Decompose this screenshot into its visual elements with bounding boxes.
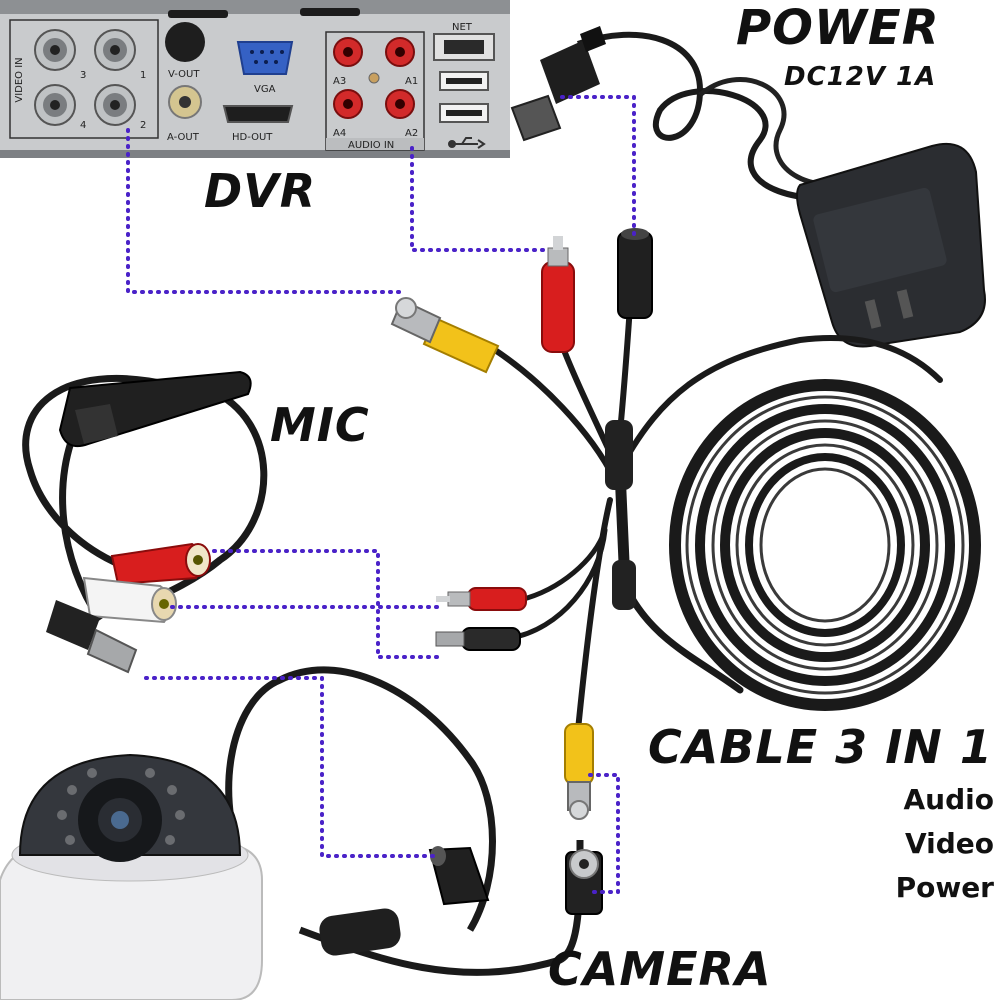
camera-label: CAMERA (548, 942, 772, 996)
line-audio-dvr (410, 146, 550, 252)
bnc-port-4 (34, 84, 76, 126)
line-video-dvr (126, 128, 407, 294)
audio-port-a3 (333, 37, 363, 67)
v-out-label: V-OUT (168, 69, 200, 80)
video-port-number: 2 (140, 120, 146, 131)
microphone (22, 370, 268, 674)
hd-out-label: HD-OUT (232, 132, 273, 143)
camera-splitter (319, 908, 401, 956)
mic-label: MIC (270, 398, 370, 452)
camera-dome (0, 753, 263, 1000)
a-out-port (168, 85, 202, 119)
power-spec-label: DC12V 1A (784, 62, 937, 92)
usb-port (439, 71, 489, 91)
dvr-back-panel: VIDEO IN 3 1 4 2 V-OUT A-OUT VGA HD-OUT … (0, 0, 510, 158)
audio-port-label: A3 (333, 76, 346, 87)
cable-splitter (605, 420, 633, 490)
line-mic-power-out (212, 549, 442, 659)
audio-in-label: AUDIO IN (348, 140, 394, 151)
line-power (560, 95, 636, 238)
dc-jack-female (617, 228, 653, 319)
ethernet-port (433, 33, 495, 61)
audio-port-label: A2 (405, 128, 418, 139)
bnc-port-2 (94, 84, 136, 126)
rca-plug-red (541, 236, 575, 353)
a-out-label: A-OUT (167, 132, 200, 143)
bnc-plug-yellow-camera-side (564, 723, 594, 820)
camera-bnc-jack (565, 849, 603, 915)
dc-plug-mic-power (435, 627, 521, 651)
audio-port-a2 (385, 89, 415, 119)
bnc-port-1 (94, 29, 136, 71)
power-label: POWER (736, 0, 940, 56)
camera-dc-jack (428, 846, 490, 906)
ferrite-core (612, 560, 636, 610)
rca-jack-red-female (110, 542, 211, 586)
power-adapter-cord (576, 31, 852, 201)
dvr-label: DVR (204, 164, 317, 218)
audio-port-a1 (385, 37, 415, 67)
usb-icon (448, 137, 486, 149)
video-port-number: 4 (80, 120, 86, 131)
connection-lines (126, 95, 636, 894)
audio-port-label: A1 (405, 76, 418, 87)
cable-label: CABLE 3 IN 1 (648, 720, 993, 774)
rca-plug-red-mic-side (436, 587, 527, 611)
cable-feature-video: Video (904, 827, 994, 860)
hd-out-port (222, 105, 294, 123)
cable-feature-audio: Audio (903, 783, 994, 816)
video-port-number: 3 (80, 70, 86, 81)
vga-label: VGA (254, 84, 276, 95)
net-label: NET (452, 22, 473, 33)
cable-coil (669, 379, 981, 711)
usb-port (439, 103, 489, 123)
dc-plug-male (510, 26, 606, 142)
bnc-plug-yellow (390, 297, 500, 374)
line-video-camera (588, 773, 620, 894)
audio-port-label: A4 (333, 128, 346, 139)
camera (0, 666, 603, 1000)
dc-plug-mic (46, 600, 138, 674)
cable-feature-power: Power (895, 871, 994, 904)
line-mic-power-in (144, 676, 442, 858)
audio-port-a4 (333, 89, 363, 119)
bnc-port-3 (34, 29, 76, 71)
power-adapter (510, 26, 986, 348)
rca-jack-white-female (82, 576, 177, 624)
vga-port (236, 41, 294, 75)
v-out-port (165, 22, 205, 62)
video-in-label: VIDEO IN (14, 57, 25, 102)
video-port-number: 1 (140, 70, 146, 81)
